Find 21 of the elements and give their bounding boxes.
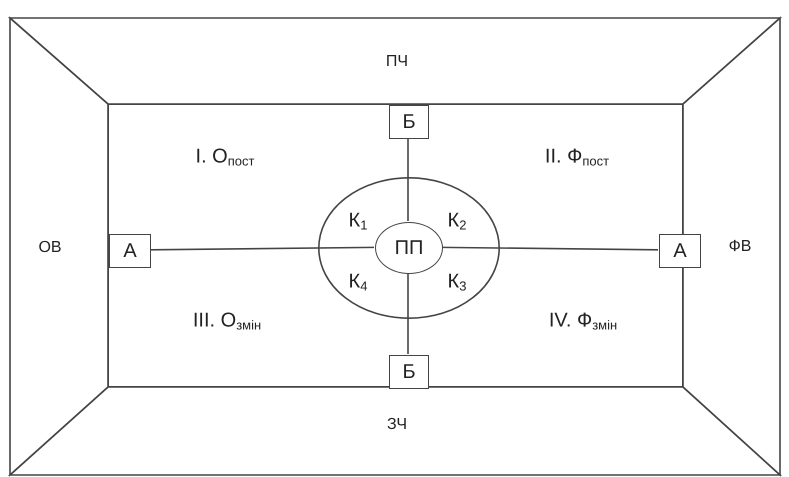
quadrant-label: III. О$_{змін}$: [192, 310, 262, 334]
connector-line: [442, 246, 658, 251]
center-circle: ПП: [375, 222, 443, 274]
wall-label: ФВ: [728, 237, 752, 257]
letter-box: А: [659, 234, 701, 268]
connector-line: [407, 273, 409, 354]
sector-label: К$_{4}$: [348, 270, 368, 296]
quadrant-label: II. Ф$_{пост}$: [544, 146, 610, 170]
sector-label: К$_{2}$: [448, 210, 466, 234]
sector-label: К$_{3}$: [448, 270, 466, 296]
wall-label: ЗЧ: [387, 415, 407, 435]
wall-label: ПЧ: [386, 52, 408, 72]
quadrant-label: I. О$_{пост}$: [196, 146, 254, 170]
letter-box: А: [109, 234, 151, 268]
connector-line: [150, 246, 374, 251]
connector-line: [407, 138, 409, 221]
quadrant-label: IV. Ф$_{змін}$: [548, 310, 618, 334]
letter-box: Б: [389, 105, 429, 139]
sector-label: К$_{1}$: [348, 210, 368, 234]
wall-label: ОВ: [38, 238, 62, 258]
letter-box: Б: [389, 355, 429, 389]
